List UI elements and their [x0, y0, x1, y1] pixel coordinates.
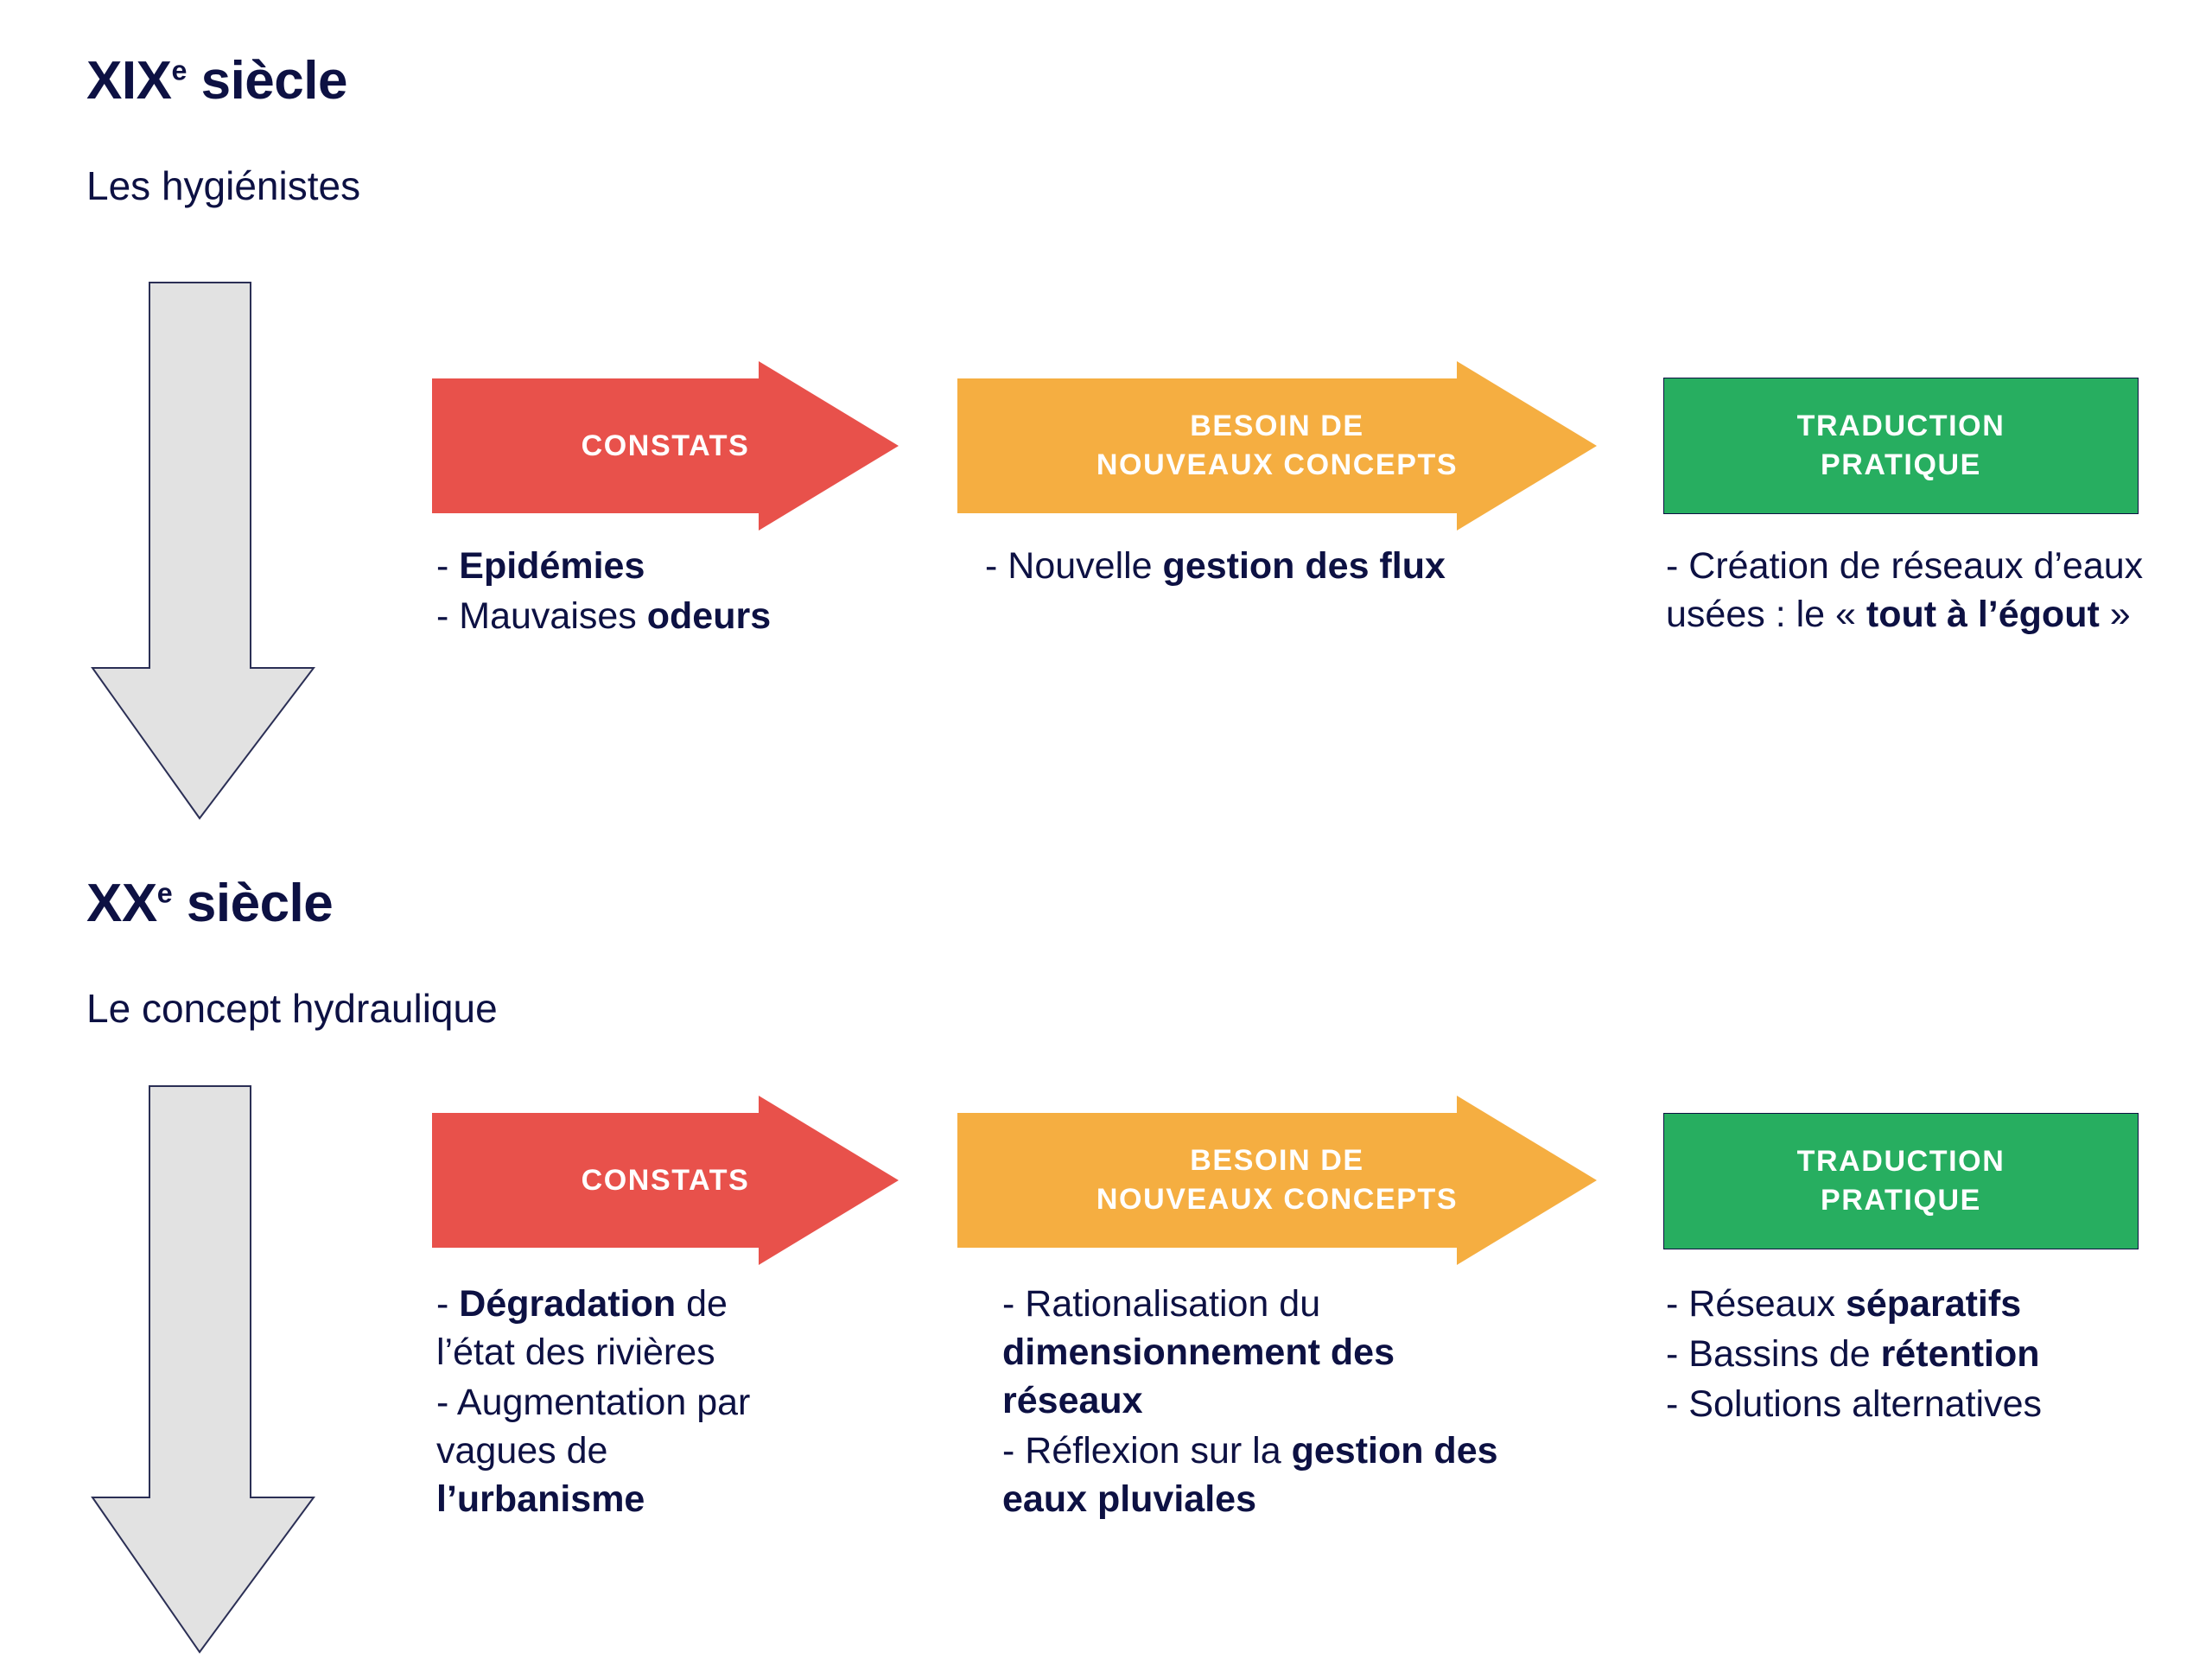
list-item: - Réseaux séparatifs: [1666, 1281, 2184, 1329]
bullet-strong: rétention: [1880, 1332, 2040, 1375]
section-title-xx-main: XX: [86, 874, 157, 933]
banner-traduction-1-label: TRADUCTION PRATIQUE: [1789, 407, 2014, 485]
list-item: - Epidémies: [436, 543, 894, 591]
bullet-dash: -: [1666, 545, 1679, 587]
section-title-xx-ordinal: e: [156, 877, 173, 909]
banner-besoin-2-label: BESOIN DE NOUVEAUX CONCEPTS: [1088, 1141, 1466, 1219]
banner-besoin-2: BESOIN DE NOUVEAUX CONCEPTS: [957, 1096, 1597, 1265]
banner-besoin-1: BESOIN DE NOUVEAUX CONCEPTS: [957, 361, 1597, 531]
list-item: - Augmentation par vagues de l’urbanisme: [436, 1379, 799, 1524]
list-item: - Nouvelle gestion des flux: [985, 543, 1642, 591]
bullet-pre: Réseaux: [1688, 1283, 1846, 1325]
banner-constats-2-label: CONSTATS: [581, 1163, 750, 1197]
bullet-dash: -: [436, 545, 449, 587]
bullet-dash: -: [1666, 1332, 1679, 1375]
bullet-dash: -: [1002, 1283, 1015, 1325]
bullets-traduction-2: - Réseaux séparatifs - Bassins de rétent…: [1666, 1281, 2184, 1431]
orange-arrow-shape: [957, 1096, 1597, 1265]
section-subtitle-xx: Le concept hydraulique: [86, 986, 498, 1031]
timeline-down-arrow-2: [91, 1084, 315, 1655]
bullet-pre: Bassins de: [1688, 1332, 1881, 1375]
banner-constats-1: CONSTATS: [432, 361, 899, 531]
banner-besoin-2-line2: NOUVEAUX CONCEPTS: [1096, 1183, 1459, 1216]
bullet-post: de l’état des rivières: [436, 1283, 728, 1373]
banner-besoin-1-line1: BESOIN DE: [1190, 410, 1364, 443]
bullet-post: »: [2099, 593, 2131, 635]
bullet-dash: -: [985, 545, 998, 587]
bullet-dash: -: [1666, 1382, 1679, 1425]
bullets-constats-2: - Dégradation de l’état des rivières - A…: [436, 1281, 799, 1525]
red-arrow-shape: [432, 1096, 899, 1265]
bullet-strong: l’urbanisme: [436, 1478, 645, 1520]
bullet-strong: dimensionnement des réseaux: [1002, 1331, 1395, 1421]
bullets-besoin-2: - Rationalisation du dimensionnement des…: [1002, 1281, 1529, 1525]
banner-traduction-2-line1: TRADUCTION: [1796, 1145, 2005, 1179]
list-item: - Dégradation de l’état des rivières: [436, 1281, 799, 1377]
bullet-strong: odeurs: [646, 594, 772, 637]
banner-traduction-1: TRADUCTION PRATIQUE: [1663, 378, 2139, 514]
bullet-dash: -: [1002, 1429, 1015, 1471]
banner-besoin-2-line1: BESOIN DE: [1190, 1144, 1364, 1178]
section-title-xix-main: XIX: [86, 51, 172, 111]
banner-traduction-1-line1: TRADUCTION: [1796, 410, 2005, 443]
bullet-pre: Augmentation par vagues de: [436, 1381, 751, 1471]
bullet-pre: Rationalisation du: [1025, 1283, 1321, 1325]
section-subtitle-xix: Les hygiénistes: [86, 163, 361, 208]
bullet-dash: -: [436, 594, 449, 637]
section-title-xx: XXe siècle: [86, 873, 334, 934]
bullet-strong: gestion des eaux pluviales: [1002, 1429, 1498, 1520]
banner-besoin-1-line2: NOUVEAUX CONCEPTS: [1096, 448, 1459, 481]
bullet-pre: Création de réseaux d’eaux usées : le «: [1666, 545, 2144, 635]
section-title-xx-tail: siècle: [172, 874, 334, 933]
bullet-strong: gestion des flux: [1162, 545, 1446, 587]
list-item: - Création de réseaux d’eaux usées : le …: [1666, 543, 2150, 639]
banner-traduction-2-line2: PRATIQUE: [1821, 1184, 1981, 1217]
red-arrow-shape: [432, 361, 899, 531]
bullet-dash: -: [1666, 1283, 1679, 1325]
list-item: - Bassins de rétention: [1666, 1331, 2184, 1379]
section-title-xix-tail: siècle: [186, 51, 348, 111]
bullet-pre: Réflexion sur la: [1025, 1429, 1292, 1471]
section-title-xix: XIXe siècle: [86, 50, 347, 111]
list-item: - Réflexion sur la gestion des eaux pluv…: [1002, 1427, 1529, 1524]
list-item: - Rationalisation du dimensionnement des…: [1002, 1281, 1529, 1426]
list-item: - Solutions alternatives: [1666, 1381, 2184, 1429]
banner-constats-1-label: CONSTATS: [581, 429, 750, 462]
bullet-dash: -: [436, 1381, 449, 1423]
list-item: - Mauvaises odeurs: [436, 593, 894, 641]
bullet-pre: Solutions alternatives: [1688, 1382, 2043, 1425]
bullet-pre: Mauvaises: [459, 594, 647, 637]
orange-arrow-shape: [957, 361, 1597, 531]
bullet-strong: Dégradation: [459, 1283, 677, 1325]
bullet-strong: séparatifs: [1845, 1283, 2022, 1325]
section-title-xix-ordinal: e: [171, 54, 187, 86]
banner-besoin-1-label: BESOIN DE NOUVEAUX CONCEPTS: [1088, 407, 1466, 485]
bullet-dash: -: [436, 1283, 449, 1325]
bullets-traduction-1: - Création de réseaux d’eaux usées : le …: [1666, 543, 2150, 641]
banner-traduction-2: TRADUCTION PRATIQUE: [1663, 1113, 2139, 1249]
banner-traduction-1-line2: PRATIQUE: [1821, 448, 1981, 481]
timeline-down-arrow-1: [91, 281, 315, 821]
bullets-constats-1: - Epidémies - Mauvaises odeurs: [436, 543, 894, 643]
bullets-besoin-1: - Nouvelle gestion des flux: [985, 543, 1642, 593]
bullet-strong: Epidémies: [459, 545, 645, 587]
banner-traduction-2-label: TRADUCTION PRATIQUE: [1789, 1142, 2014, 1220]
bullet-pre: Nouvelle: [1007, 545, 1163, 587]
banner-constats-2: CONSTATS: [432, 1096, 899, 1265]
bullet-strong: tout à l’égout: [1866, 593, 2100, 635]
